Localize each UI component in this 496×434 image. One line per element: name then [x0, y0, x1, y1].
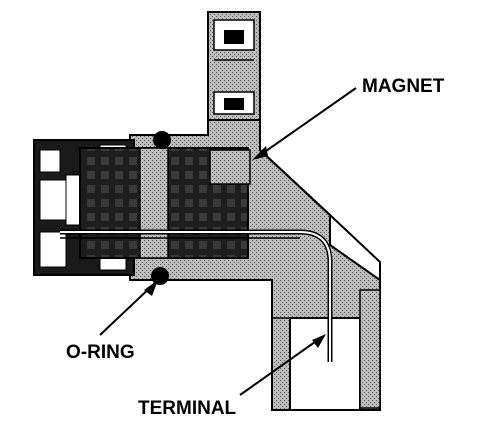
o-ring-seals	[151, 131, 171, 285]
magnet-label: MAGNET	[362, 76, 445, 97]
terminal-label: TERMINAL	[138, 398, 237, 419]
o-ring-label: O-RING	[66, 342, 135, 363]
upper-connector-housing	[207, 11, 261, 121]
terminal-wire	[60, 229, 333, 362]
magnet-core	[79, 147, 251, 259]
callout-leader-lines	[99, 87, 357, 396]
